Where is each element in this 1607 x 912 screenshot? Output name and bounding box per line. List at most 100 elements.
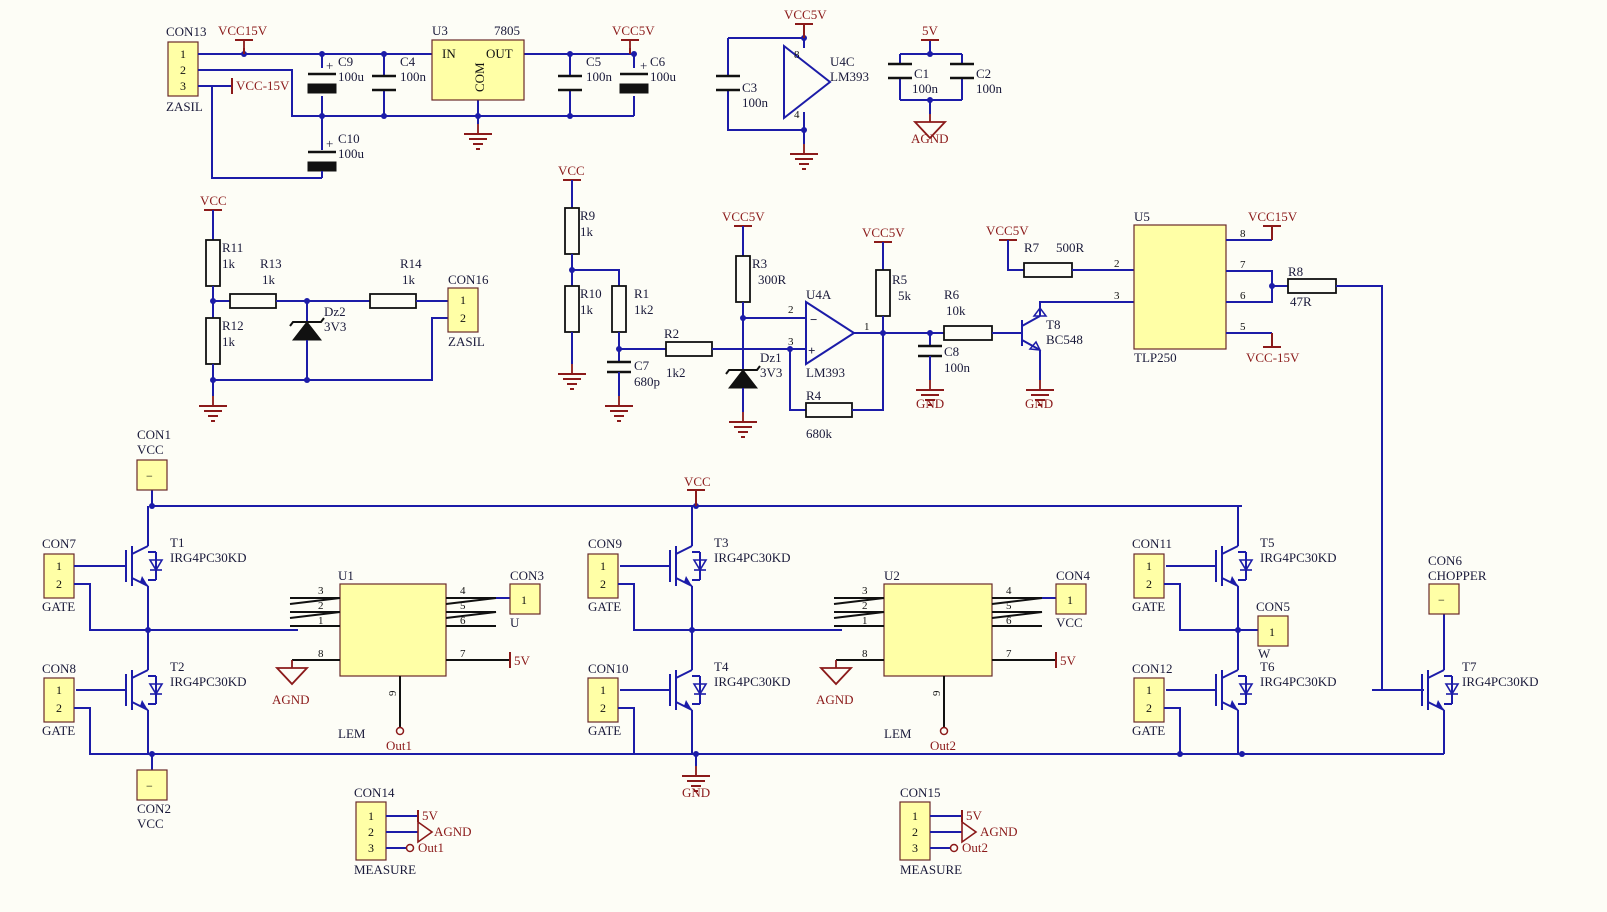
- r2-resistor[interactable]: [665, 341, 713, 357]
- con9-connector[interactable]: [587, 553, 619, 599]
- u5-optocoupler[interactable]: [1133, 224, 1227, 350]
- r13-resistor[interactable]: [229, 293, 277, 309]
- u2-pin3: 3: [862, 585, 868, 597]
- r9-resistor[interactable]: [564, 207, 580, 255]
- supply-section: CON13 ZASIL 1 2 3 VCC15V VCC5V VCC-15V +: [166, 7, 1003, 179]
- c6-capacitor[interactable]: [619, 83, 649, 94]
- u2-5v-label: 5V: [1060, 653, 1077, 668]
- r5-val: 5k: [898, 288, 912, 303]
- u1-lem-sensor[interactable]: [339, 583, 447, 677]
- c5-val: 100n: [586, 69, 613, 84]
- u2-lem-sensor[interactable]: [883, 583, 993, 677]
- r7-resistor[interactable]: [1023, 262, 1073, 278]
- con14-name: MEASURE: [354, 862, 416, 877]
- r5-vcc5v-label: VCC5V: [862, 225, 905, 240]
- dz1-zener[interactable]: [727, 369, 759, 389]
- con10-gate: GATE: [588, 723, 621, 738]
- c1-agnd-label: AGND: [911, 131, 949, 146]
- u4a-ref: U4A: [806, 287, 832, 302]
- u1-pin5: 5: [460, 600, 466, 612]
- con12-pin1: 1: [1146, 683, 1152, 697]
- c1-val: 100n: [912, 81, 939, 96]
- measure-section: 1 2 3 CON14 MEASURE 5V AGND Out1 1 2 3 C…: [354, 785, 1018, 877]
- con13-connector[interactable]: [167, 41, 199, 97]
- u4c-vcc5v-label: VCC5V: [784, 7, 827, 22]
- con8-connector[interactable]: [43, 677, 75, 723]
- u4a-comparator[interactable]: [805, 300, 856, 366]
- bus-gnd-label: GND: [682, 785, 710, 800]
- r1-val: 1k2: [634, 302, 654, 317]
- u5-pin6: 6: [1240, 290, 1246, 302]
- u5-vccm15v-label: VCC-15V: [1246, 350, 1300, 365]
- c1-ref: C1: [914, 66, 929, 81]
- con15-pin3: 3: [912, 841, 918, 855]
- c1-5v-label: 5V: [922, 23, 939, 38]
- u3-regulator[interactable]: [431, 39, 525, 101]
- con1-connector[interactable]: [136, 459, 168, 491]
- t6-val: IRG4PC30KD: [1260, 674, 1337, 689]
- dz2-zener[interactable]: [291, 321, 323, 341]
- r3-resistor[interactable]: [735, 255, 751, 303]
- con3-connector[interactable]: [509, 583, 541, 615]
- t4-ref: T4: [714, 659, 729, 674]
- u2-pin2: 2: [862, 600, 868, 612]
- t8-val: BC548: [1046, 332, 1083, 347]
- con6-ref: CON6: [1428, 553, 1462, 568]
- con3-name: U: [510, 615, 520, 630]
- con2-pin: −: [146, 779, 153, 793]
- con15-ref: CON15: [900, 785, 940, 800]
- svg-text:−: −: [810, 312, 817, 327]
- con4-ref: CON4: [1056, 568, 1090, 583]
- t1-ref: T1: [170, 535, 184, 550]
- r4-resistor[interactable]: [805, 402, 853, 418]
- r12-resistor[interactable]: [205, 317, 221, 365]
- con11-connector[interactable]: [1133, 553, 1165, 599]
- con12-gate: GATE: [1132, 723, 1165, 738]
- con16-connector[interactable]: [447, 287, 479, 333]
- u5-pin7: 7: [1240, 259, 1246, 271]
- c10-capacitor[interactable]: [307, 161, 337, 172]
- r4-val: 680k: [806, 426, 833, 441]
- u1-pin4: 4: [460, 585, 466, 597]
- r14-resistor[interactable]: [369, 293, 417, 309]
- con5-connector[interactable]: [1257, 615, 1289, 647]
- r8-ref: R8: [1288, 264, 1303, 279]
- r12-ref: R12: [222, 318, 244, 333]
- r6-resistor[interactable]: [943, 325, 993, 341]
- c9-capacitor[interactable]: [307, 83, 337, 94]
- con2-ref: CON2: [137, 801, 171, 816]
- r14-ref: R14: [400, 256, 422, 271]
- con15-name: MEASURE: [900, 862, 962, 877]
- u5-ref: U5: [1134, 209, 1150, 224]
- con9-ref: CON9: [588, 536, 622, 551]
- con10-connector[interactable]: [587, 677, 619, 723]
- r9-vcc-label: VCC: [558, 163, 585, 178]
- con8-pin2: 2: [56, 701, 62, 715]
- con2-connector[interactable]: [136, 769, 168, 801]
- con12-connector[interactable]: [1133, 677, 1165, 723]
- r11-resistor[interactable]: [205, 239, 221, 287]
- u5-pin2: 2: [1114, 258, 1120, 270]
- u5-pin3: 3: [1114, 290, 1120, 302]
- con16-ref: CON16: [448, 272, 489, 287]
- r1-resistor[interactable]: [611, 285, 627, 333]
- con14-ref: CON14: [354, 785, 395, 800]
- con4-connector[interactable]: [1055, 583, 1087, 615]
- con16-name: ZASIL: [448, 334, 485, 349]
- con8-ref: CON8: [42, 661, 76, 676]
- r10-resistor[interactable]: [564, 285, 580, 333]
- u4c-comparator[interactable]: [783, 43, 832, 121]
- r8-resistor[interactable]: [1287, 278, 1337, 294]
- r5-resistor[interactable]: [875, 269, 891, 317]
- con15-pin2: 2: [912, 825, 918, 839]
- con8-pin1: 1: [56, 683, 62, 697]
- u3-ref: U3: [432, 23, 448, 38]
- con7-connector[interactable]: [43, 553, 75, 599]
- con5-name: W: [1258, 646, 1271, 661]
- c4-val: 100n: [400, 69, 427, 84]
- con6-connector[interactable]: [1428, 583, 1460, 615]
- con9-pin1: 1: [600, 559, 606, 573]
- con14-pin2: 2: [368, 825, 374, 839]
- r11-ref: R11: [222, 240, 243, 255]
- u1-ref: U1: [338, 568, 354, 583]
